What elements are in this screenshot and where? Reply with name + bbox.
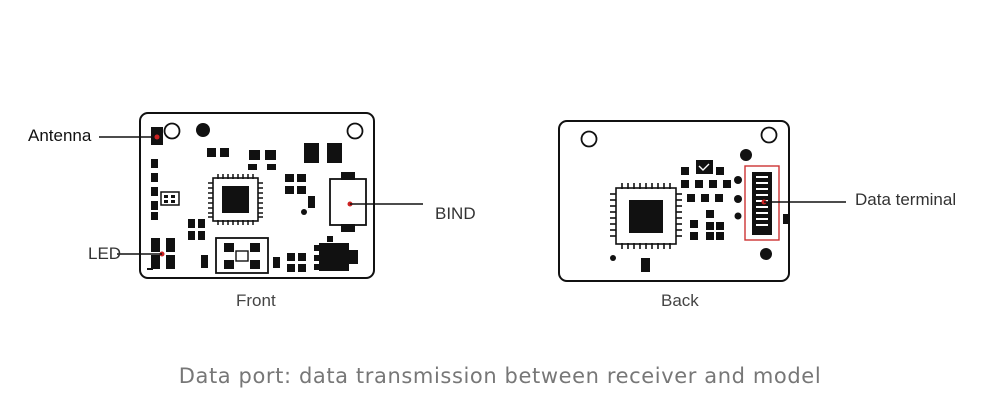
front-main-chip	[208, 174, 263, 225]
back-board	[558, 120, 790, 282]
back-main-chip	[610, 183, 682, 249]
led-label: LED	[88, 244, 122, 263]
front-label: Front	[236, 291, 276, 310]
bind-button-component	[329, 172, 367, 232]
bind-label: BIND	[435, 204, 476, 223]
data-terminal-connector	[744, 165, 780, 241]
data-terminal-label: Data terminal	[855, 190, 957, 209]
diagram-caption: Data port: data transmission between rec…	[178, 364, 822, 388]
back-label: Back	[661, 291, 699, 310]
front-board	[139, 112, 375, 279]
led-component	[147, 238, 175, 270]
antenna-label: Antenna	[28, 126, 92, 145]
